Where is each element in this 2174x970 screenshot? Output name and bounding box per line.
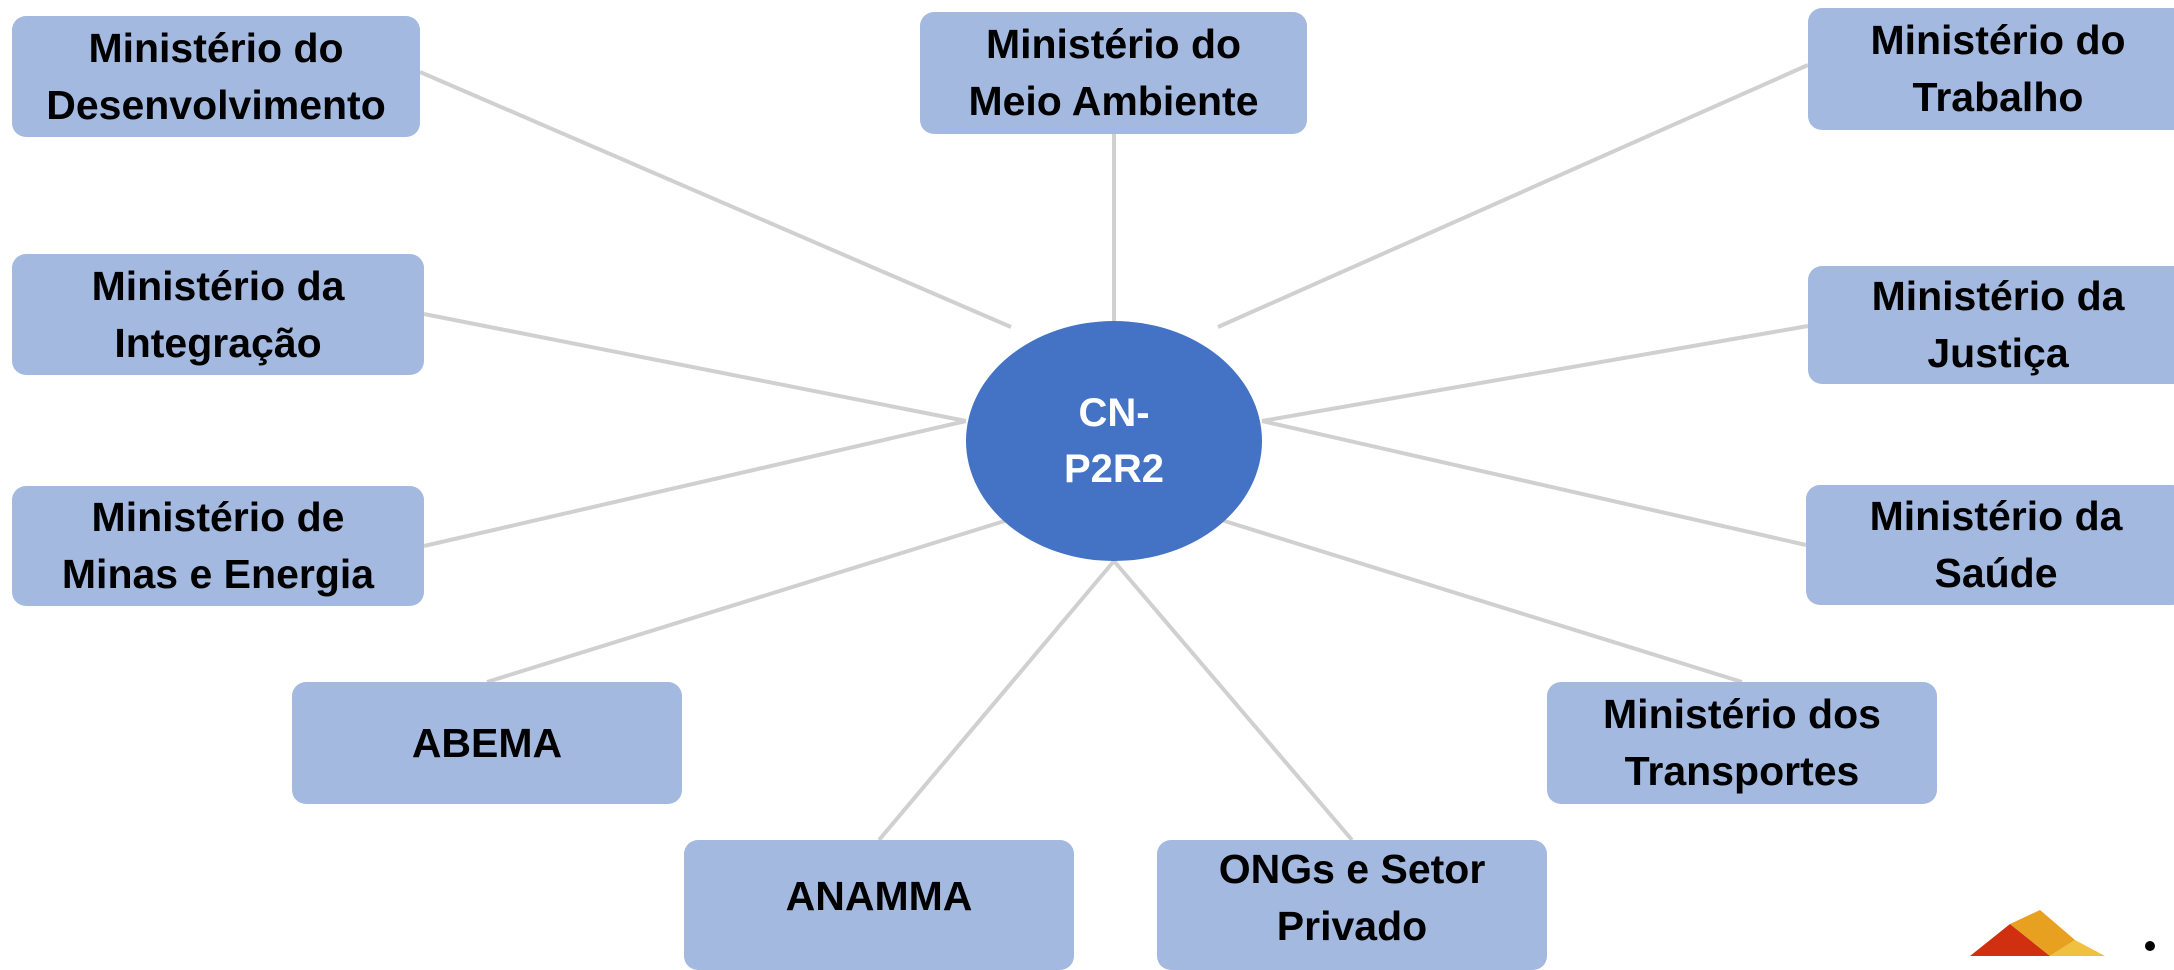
connector-justica (1261, 324, 1809, 423)
node-label-line1: Ministério do (88, 24, 344, 71)
node-label-line1: Ministério do (1870, 17, 2126, 63)
node-label-line2: Minas e Energia (61, 551, 375, 597)
node-ministerio-meio-ambiente: Ministério do Meio Ambiente (920, 12, 1307, 134)
node-label-line1: Ministério da (1871, 273, 2125, 319)
node-label-line2: Privado (1276, 903, 1428, 949)
connector-anamma (877, 559, 1116, 842)
node-label-line1: Ministério de (91, 494, 345, 540)
connector-transportes (1217, 517, 1743, 684)
connector-abema (486, 517, 1012, 684)
node-label-line1: Ministério da (1869, 493, 2123, 539)
node-label-line2: Desenvolvimento (46, 81, 386, 128)
connector-trabalho (1217, 63, 1809, 329)
node-label-line1: ANAMMA (785, 872, 973, 919)
center-label-line2: P2R2 (1063, 447, 1165, 491)
center-label-line1: CN- (1078, 391, 1150, 435)
center-node-cn-p2r2: CN- P2R2 (966, 321, 1262, 561)
node-label-line2: Meio Ambiente (968, 78, 1259, 124)
node-ministerio-minas-energia: Ministério de Minas e Energia (12, 486, 424, 606)
node-label-line1: Ministério da (91, 262, 345, 309)
node-ministerio-saude: Ministério da Saúde (1806, 485, 2174, 605)
node-label-line1: ONGs e Setor (1218, 846, 1486, 892)
node-label-line2: Integração (114, 319, 322, 366)
node-ministerio-integracao: Ministério da Integração (12, 254, 424, 375)
connector-saude (1261, 419, 1807, 547)
organization-logo (1970, 910, 2155, 956)
node-ministerio-trabalho: Ministério do Trabalho (1808, 8, 2174, 130)
node-ministerio-desenvolvimento: Ministério do Desenvolvimento (12, 16, 420, 137)
node-label-line2: Justiça (1927, 330, 2069, 376)
node-anamma: ANAMMA (684, 840, 1074, 970)
connector-minas-energia (423, 419, 967, 548)
node-label-line1: ABEMA (411, 719, 563, 766)
node-abema: ABEMA (292, 682, 682, 804)
node-label-line1: Ministério do (985, 21, 1242, 67)
connector-desenvolvimento (419, 70, 1012, 329)
node-label-line2: Saúde (1934, 550, 2058, 596)
node-label-line2: Transportes (1624, 748, 1860, 794)
node-label-line2: Trabalho (1912, 74, 2084, 120)
node-ministerio-justica: Ministério da Justiça (1808, 266, 2174, 384)
connector-integracao (423, 312, 967, 423)
connector-ongs (1112, 559, 1354, 842)
node-label-line1: Ministério dos (1603, 691, 1881, 737)
